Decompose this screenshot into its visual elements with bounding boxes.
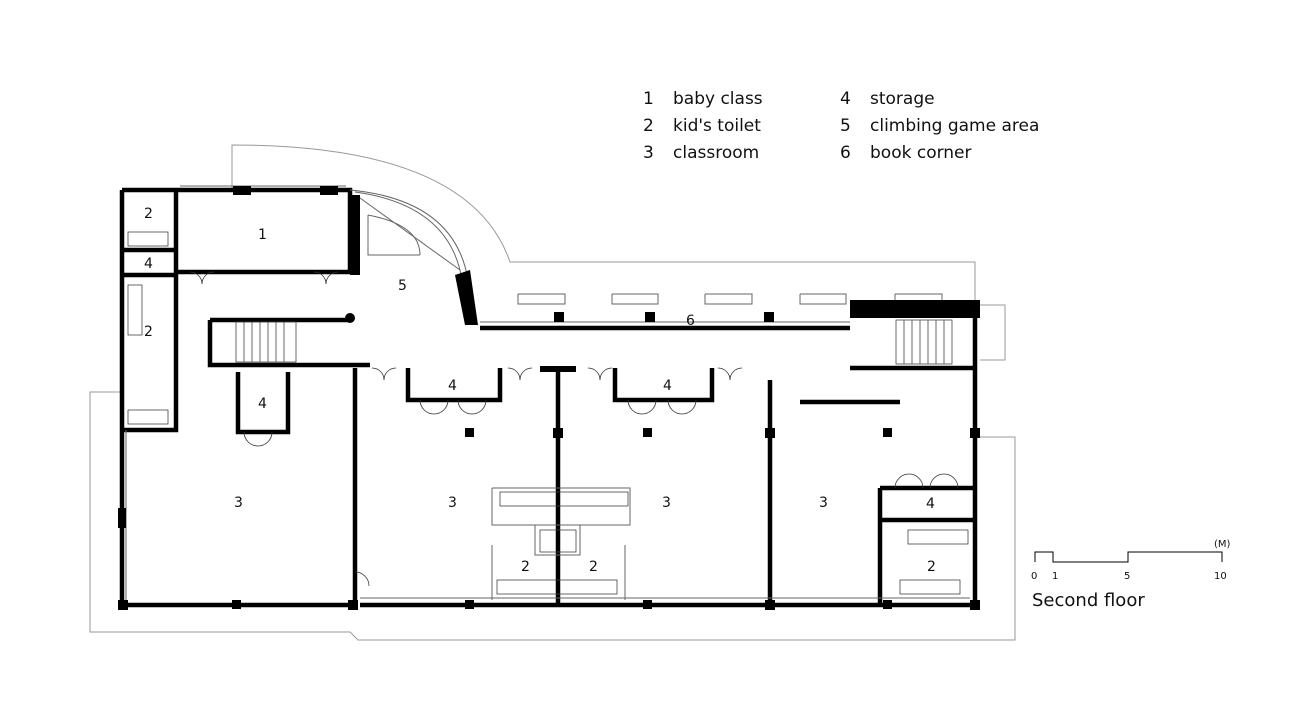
- room-label-classroom-d: 3: [819, 495, 828, 511]
- room-label-toilet-nw: 2: [144, 206, 153, 222]
- room-label-classroom-a: 3: [234, 495, 243, 511]
- room-label-storage-nw: 4: [144, 256, 153, 272]
- room-label-book-corner: 6: [686, 313, 695, 329]
- scale-bar: [1034, 551, 1223, 563]
- scale-tick-10: 10: [1214, 571, 1227, 582]
- stairs-east: [895, 319, 953, 365]
- doors: [189, 271, 959, 587]
- windows: [125, 185, 970, 600]
- room-label-toilet-center-r: 2: [589, 559, 598, 575]
- toilet-fixtures: [127, 231, 969, 595]
- terrace-outline: [89, 144, 1016, 641]
- room-label-climbing-area: 5: [398, 278, 407, 294]
- plan-title: Second floor: [1032, 590, 1145, 611]
- room-label-baby-class: 1: [258, 227, 267, 243]
- room-label-storage-b: 4: [448, 378, 457, 394]
- walls: [119, 187, 978, 608]
- room-label-toilet-west: 2: [144, 324, 153, 340]
- room-label-toilet-center-l: 2: [521, 559, 530, 575]
- room-label-classroom-b: 3: [448, 495, 457, 511]
- room-label-toilet-east: 2: [927, 559, 936, 575]
- stairs-west: [235, 321, 297, 363]
- room-label-storage-c: 4: [663, 378, 672, 394]
- scale-unit-label: (M): [1214, 539, 1231, 550]
- room-label-storage-e: 4: [926, 496, 935, 512]
- scale-tick-5: 5: [1124, 571, 1130, 582]
- columns: [118, 186, 980, 610]
- room-label-storage-a: 4: [258, 396, 267, 412]
- room-label-classroom-c: 3: [662, 495, 671, 511]
- scale-tick-0: 0: [1031, 571, 1037, 582]
- room-labels: 2 1 4 5 6 2 4 4 4 3 3 3 3 4 2 2 2: [144, 206, 936, 575]
- scale-tick-1: 1: [1052, 571, 1058, 582]
